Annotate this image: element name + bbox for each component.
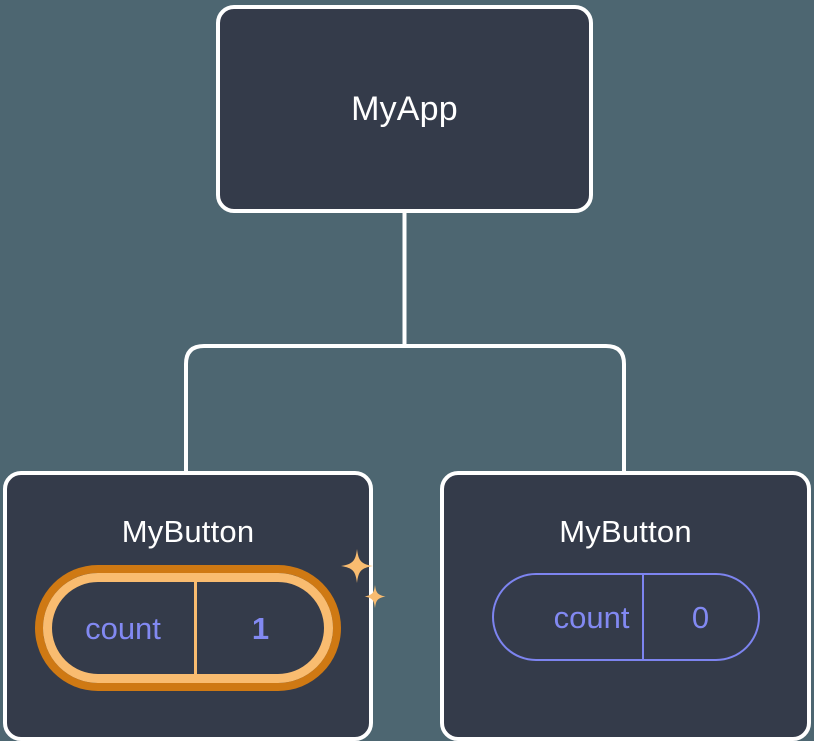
- connector-child-bus: [184, 344, 626, 471]
- state-pill-right[interactable]: count 0: [491, 573, 760, 661]
- node-myapp-label: MyApp: [351, 90, 458, 128]
- state-pill-left-key: count: [85, 610, 161, 646]
- state-pill-right-value: 0: [641, 575, 758, 659]
- state-pill-left[interactable]: count 1: [43, 573, 333, 683]
- state-pill-left-value: 1: [194, 582, 324, 674]
- node-mybutton-left[interactable]: MyButton count 1: [3, 471, 386, 741]
- state-pill-right-key: count: [553, 599, 630, 635]
- node-mybutton-left-label: MyButton: [121, 514, 255, 549]
- state-pill-right-wrap: count 0: [491, 573, 760, 661]
- state-pill-left-wrap: count 1: [43, 549, 386, 683]
- sparkles-icon: [341, 549, 386, 608]
- node-mybutton-right-label: MyButton: [559, 514, 692, 549]
- node-myapp[interactable]: MyApp: [216, 5, 593, 213]
- node-mybutton-right[interactable]: MyButton count 0: [440, 471, 811, 741]
